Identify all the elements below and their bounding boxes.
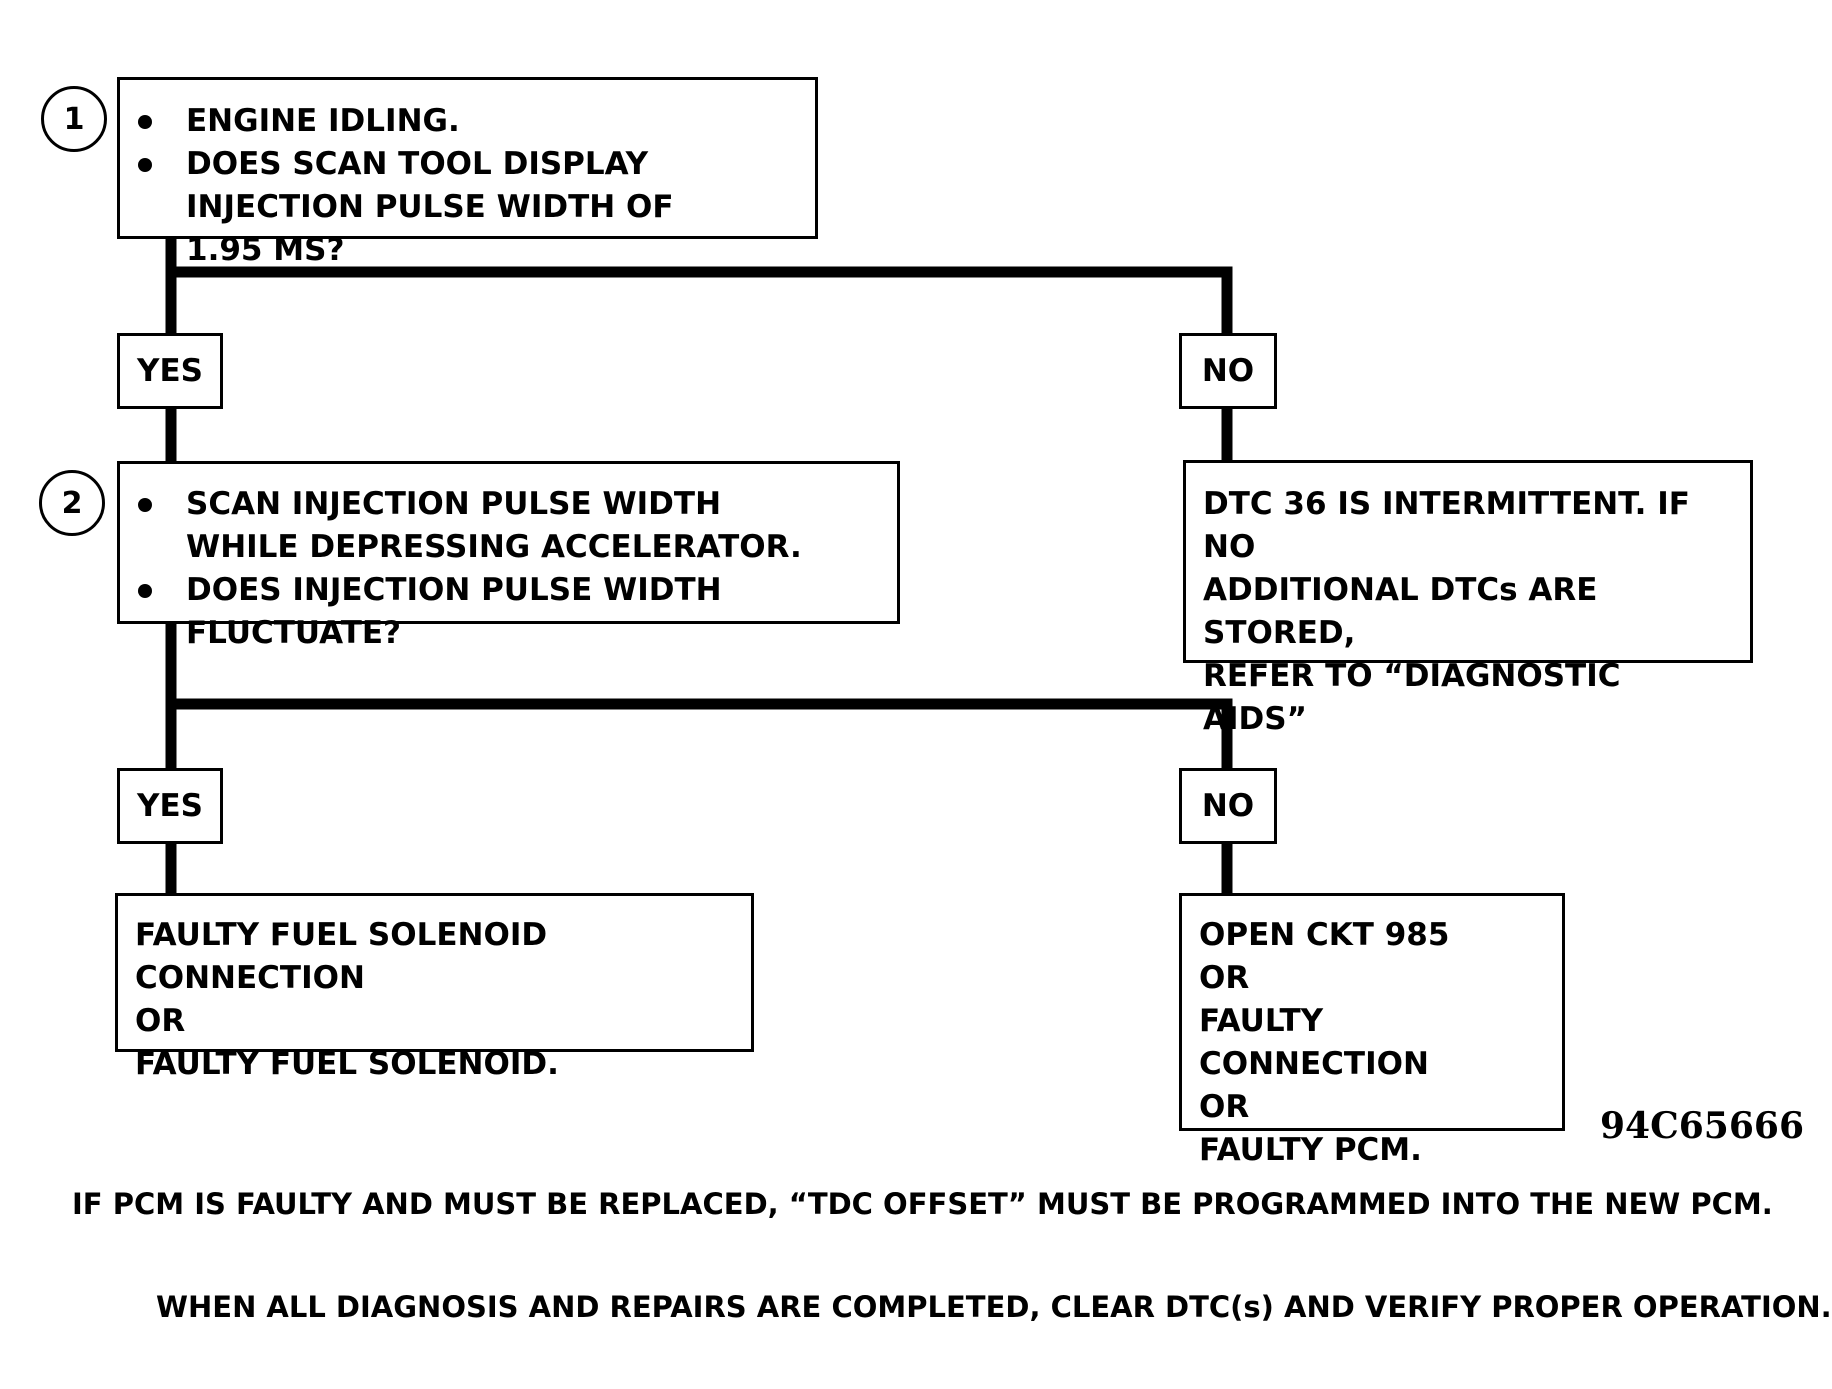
step-2-number: 2 (61, 485, 83, 521)
step-2-yes-result-box: FAULTY FUEL SOLENOID CONNECTION OR FAULT… (115, 893, 754, 1082)
bullet-icon (138, 498, 152, 512)
step-2-box: SCAN INJECTION PULSE WIDTH WHILE DEPRESS… (117, 461, 900, 651)
result-line: FAULTY PCM. (1199, 1132, 1422, 1168)
result-line: FAULTY FUEL SOLENOID CONNECTION (135, 917, 548, 996)
step-2-bullet: DOES INJECTION PULSE WIDTH FLUCTUATE? (120, 569, 883, 655)
step-1-box: ENGINE IDLING. DOES SCAN TOOL DISPLAY IN… (117, 77, 818, 268)
step-1-no-label: NO (1179, 333, 1277, 409)
result-line: FAULTY FUEL SOLENOID. (135, 1046, 559, 1082)
step-2-marker: 2 (39, 470, 105, 536)
step-1-no-result-box: DTC 36 IS INTERMITTENT. IF NO ADDITIONAL… (1183, 460, 1753, 737)
figure-reference-number: 94C65666 (1600, 1105, 1804, 1147)
step-1-bullet: ENGINE IDLING. (120, 100, 799, 143)
result-line: DTC 36 IS INTERMITTENT. IF NO (1203, 486, 1690, 565)
yes-label-text: YES (137, 788, 203, 824)
step-2-bullet: SCAN INJECTION PULSE WIDTH WHILE DEPRESS… (120, 483, 826, 569)
result-line: OR (135, 1003, 186, 1039)
result-line: ADDITIONAL DTCs ARE STORED, (1203, 572, 1598, 651)
result-line: OR (1199, 1089, 1250, 1125)
result-line: OR (1199, 960, 1250, 996)
step-2-no-result-box: OPEN CKT 985 OR FAULTY CONNECTION OR FAU… (1179, 893, 1565, 1168)
no-label-text: NO (1201, 353, 1255, 389)
step2-no-connector (165, 698, 1233, 906)
bullet-icon (138, 158, 152, 172)
result-line: OPEN CKT 985 (1199, 917, 1450, 953)
pcm-replacement-note: IF PCM IS FAULTY AND MUST BE REPLACED, “… (72, 1187, 1773, 1221)
step-1-bullet-text: DOES SCAN TOOL DISPLAY INJECTION PULSE W… (186, 146, 674, 268)
bullet-icon (138, 584, 152, 598)
step-1-number: 1 (63, 101, 85, 137)
no-label-text: NO (1201, 788, 1255, 824)
step-2-bullet-text: DOES INJECTION PULSE WIDTH FLUCTUATE? (186, 572, 722, 651)
step-1-marker: 1 (41, 86, 107, 152)
result-line: FAULTY CONNECTION (1199, 1003, 1429, 1082)
step1-no-connector (165, 266, 1233, 471)
step-2-no-label: NO (1179, 768, 1277, 844)
clear-dtc-note: WHEN ALL DIAGNOSIS AND REPAIRS ARE COMPL… (156, 1290, 1832, 1324)
step-1-bullet: DOES SCAN TOOL DISPLAY INJECTION PULSE W… (120, 143, 746, 272)
step-2-yes-label: YES (117, 768, 223, 844)
bullet-icon (138, 115, 152, 129)
step-1-bullet-text: ENGINE IDLING. (186, 103, 460, 139)
result-line: REFER TO “DIAGNOSTIC AIDS” (1203, 658, 1621, 737)
yes-label-text: YES (137, 353, 203, 389)
step-1-yes-label: YES (117, 333, 223, 409)
step-2-bullet-text: SCAN INJECTION PULSE WIDTH WHILE DEPRESS… (186, 486, 802, 565)
